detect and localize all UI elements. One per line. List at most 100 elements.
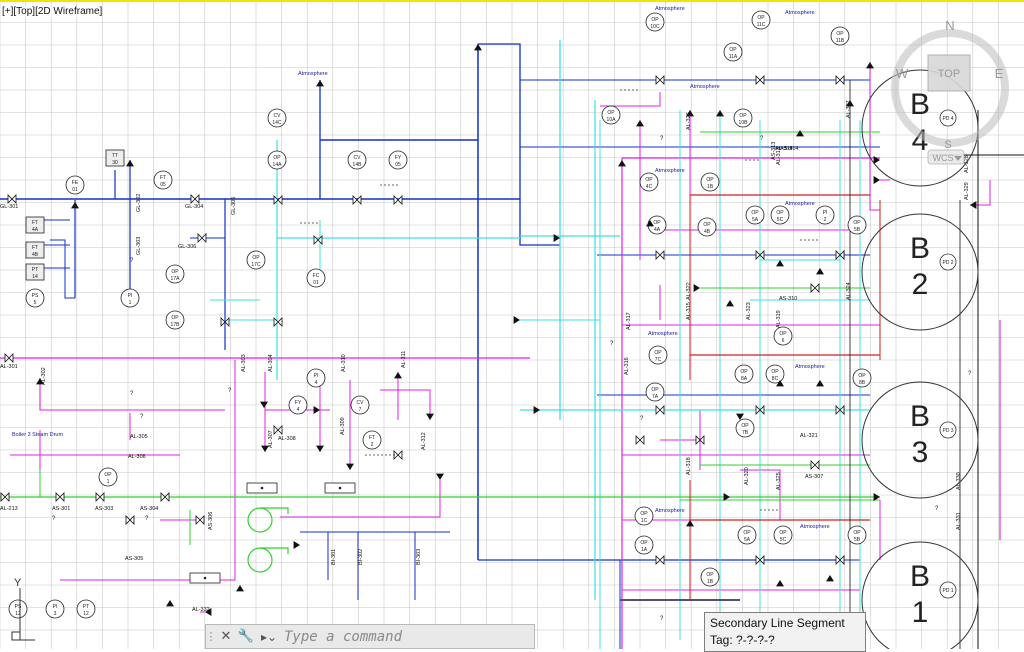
instrument-bubble[interactable]: CV7 <box>350 395 370 415</box>
pipe-line[interactable] <box>60 360 236 581</box>
drain-trap-icon[interactable] <box>324 482 356 494</box>
wrench-icon[interactable]: 🔧 <box>237 629 255 644</box>
valve-icon[interactable] <box>273 425 283 435</box>
valve-icon[interactable] <box>635 435 645 445</box>
command-line[interactable]: ⋮ ✕ 🔧 ▸⌄ <box>205 624 535 649</box>
valve-icon[interactable] <box>393 195 403 205</box>
valve-icon[interactable] <box>655 75 665 85</box>
viewport-controls-label[interactable]: [+][Top][2D Wireframe] <box>2 6 103 17</box>
valve-icon[interactable] <box>835 75 845 85</box>
valve-icon[interactable] <box>810 283 820 293</box>
valve-icon[interactable] <box>95 492 105 502</box>
instrument-bubble[interactable]: FT2 <box>362 430 382 450</box>
burner-icon[interactable] <box>247 507 289 533</box>
valve-icon[interactable] <box>313 235 323 245</box>
valve-icon[interactable] <box>160 492 170 502</box>
valve-icon[interactable] <box>273 317 283 327</box>
command-prompt-icon[interactable]: ▸⌄ <box>260 629 278 644</box>
instrument-bubble[interactable]: PI1 <box>120 288 140 308</box>
valve-icon[interactable] <box>195 515 205 525</box>
pipe-line[interactable] <box>600 92 661 107</box>
valve-icon[interactable] <box>835 250 845 260</box>
valve-icon[interactable] <box>755 555 765 565</box>
valve-icon[interactable] <box>655 555 665 565</box>
instrument-bubble[interactable]: PS5 <box>25 288 45 308</box>
valve-icon[interactable] <box>55 492 65 502</box>
pipe-line[interactable] <box>478 43 560 246</box>
instrument-bubble[interactable]: FY4 <box>288 395 308 415</box>
pipe-line[interactable] <box>39 378 225 411</box>
valve-icon[interactable] <box>352 195 362 205</box>
valve-icon[interactable] <box>7 194 17 204</box>
instrument-bubble[interactable]: OP6 <box>773 326 793 346</box>
valve-icon[interactable] <box>220 317 230 327</box>
pipe-line[interactable] <box>740 469 781 520</box>
valve-icon[interactable] <box>125 515 135 525</box>
valve-icon[interactable] <box>0 492 10 502</box>
instrument-bubble[interactable]: OP1 <box>98 467 118 487</box>
pipe-line[interactable] <box>380 389 431 420</box>
instrument-bubble[interactable]: PI3 <box>45 599 65 619</box>
valve-icon[interactable] <box>190 194 200 204</box>
valve-icon[interactable] <box>810 460 820 470</box>
valve-icon[interactable] <box>393 450 403 460</box>
burner-icon[interactable] <box>247 547 289 573</box>
grip-handle-icon[interactable]: ⋮ <box>205 630 217 643</box>
valve-icon[interactable] <box>273 195 283 205</box>
instrument-bubble[interactable]: PI2 <box>815 205 835 225</box>
pipe-line[interactable] <box>869 62 880 211</box>
valve-icon[interactable] <box>655 250 665 260</box>
drain-trap-icon[interactable] <box>189 572 221 584</box>
valve-icon[interactable] <box>755 405 765 415</box>
instrument-bubble[interactable]: PI4 <box>306 368 326 388</box>
valve-icon[interactable] <box>4 353 14 363</box>
valve-icon[interactable] <box>197 233 207 243</box>
valve-icon[interactable] <box>755 75 765 85</box>
pipe-line[interactable] <box>280 480 441 518</box>
close-icon[interactable]: ✕ <box>220 629 232 644</box>
pipe-line[interactable] <box>50 239 75 299</box>
valve-icon[interactable] <box>835 555 845 565</box>
pipe-line[interactable] <box>970 180 991 206</box>
command-input[interactable] <box>282 624 534 649</box>
